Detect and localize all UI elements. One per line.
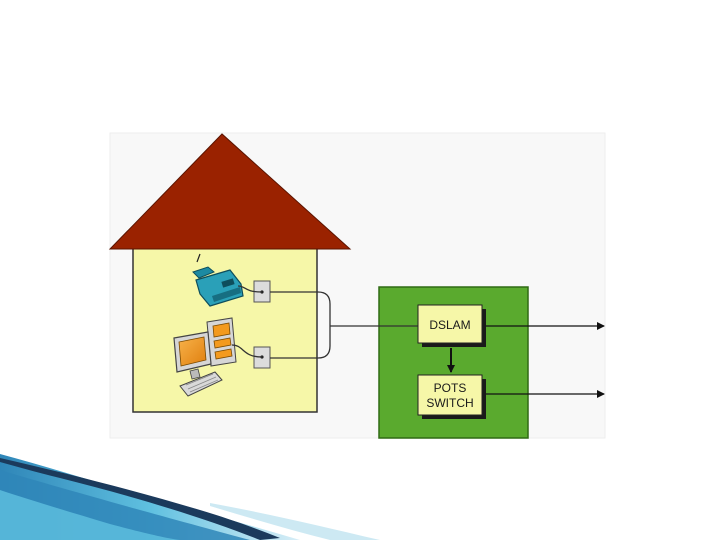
- decorative-swoosh: [0, 454, 380, 540]
- pots-switch-label-line2: SWITCH: [426, 396, 473, 410]
- telephone-icon: [192, 253, 244, 307]
- keyboard-icon: [179, 371, 223, 397]
- pots-switch-node: POTS SWITCH: [417, 374, 486, 419]
- phone-wire: [237, 285, 263, 293]
- house-roof: [108, 133, 352, 250]
- computer-icon: [173, 317, 237, 380]
- dslam-label: DSLAM: [429, 318, 470, 332]
- house-wiring: [231, 285, 331, 359]
- computer-wire: [231, 344, 263, 358]
- dslam-node: DSLAM: [417, 304, 486, 347]
- jack-to-junction-wire: [270, 291, 331, 359]
- pots-switch-label-line1: POTS: [434, 381, 467, 395]
